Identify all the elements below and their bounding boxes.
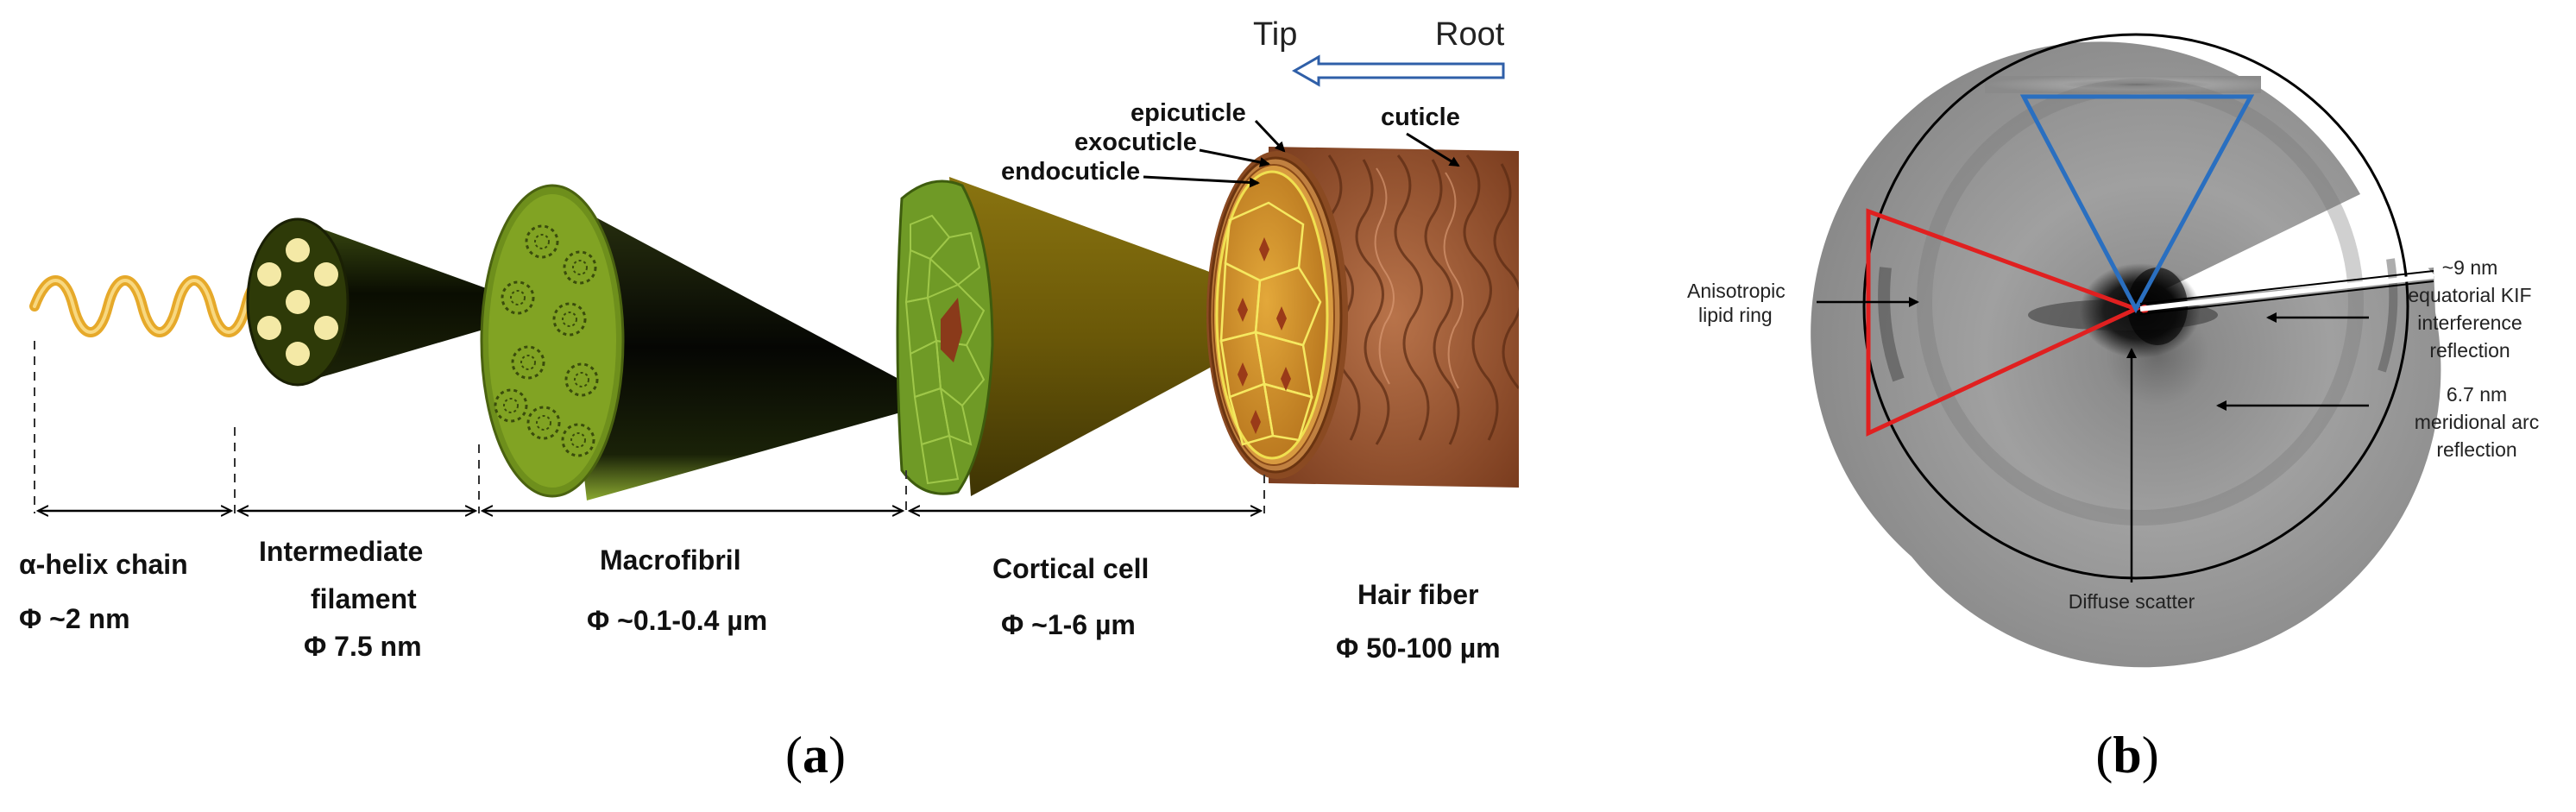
hair-fiber-size: Φ 50-100 µm [1336, 633, 1501, 664]
saxs-pointers [1817, 297, 2369, 582]
intermediate-filament-name-1: Intermediate [259, 536, 423, 567]
panel-a-caption: (a) [785, 727, 846, 784]
cortical-cell-illustration [896, 177, 1316, 496]
cortical-cell-name: Cortical cell [992, 553, 1149, 584]
red-sector [1866, 208, 2142, 437]
tip-root-orientation: Tip Root [1253, 16, 1505, 87]
intermediate-filament-illustration [246, 217, 548, 387]
kif-label-1: ~9 nm [2442, 256, 2498, 279]
integration-circle [1862, 33, 2409, 580]
endocuticle-label: endocuticle [1001, 158, 1140, 186]
meridional-label-1: 6.7 nm [2447, 383, 2507, 406]
blue-sector [2019, 94, 2255, 314]
epicuticle-label: epicuticle [1131, 99, 1246, 127]
macrofibril-illustration [480, 184, 941, 500]
alpha-helix-illustration [29, 275, 281, 337]
exocuticle-label: exocuticle [1074, 129, 1197, 156]
alpha-helix-name: α-helix chain [19, 549, 188, 580]
meridional-label-2: meridional arc [2415, 411, 2539, 433]
hierarchy-level-labels: α-helix chain Φ ~2 nm Intermediate filam… [19, 536, 1501, 664]
cortical-cell-size: Φ ~1-6 µm [1001, 609, 1136, 640]
exocuticle-pointer [1199, 148, 1270, 167]
kif-label-4: reflection [2429, 339, 2510, 362]
lipid-ring-label-2: lipid ring [1698, 304, 1773, 326]
root-label: Root [1435, 16, 1505, 53]
cuticle-pointer [1406, 132, 1460, 167]
scale-guide-lines [34, 341, 1265, 513]
panel-a: Tip Root epicuticle exocuticle endocutic… [19, 16, 1519, 784]
diffuse-scatter-label: Diffuse scatter [2069, 590, 2195, 613]
macrofibril-size: Φ ~0.1-0.4 µm [587, 605, 767, 636]
lipid-ring-label-1: Anisotropic [1687, 280, 1786, 302]
epicuticle-pointer [1254, 119, 1286, 153]
saxs-labels: Anisotropic lipid ring ~9 nm equatorial … [1687, 256, 2539, 613]
panel-b-caption: (b) [2095, 727, 2158, 784]
macrofibril-name: Macrofibril [600, 544, 741, 576]
endocuticle-pointer [1143, 175, 1260, 188]
tip-direction-arrow [1291, 54, 1505, 87]
intermediate-filament-size: Φ 7.5 nm [304, 631, 422, 662]
alpha-helix-size: Φ ~2 nm [19, 603, 130, 634]
intermediate-filament-name-2: filament [311, 583, 417, 614]
cuticle-layer-labels: epicuticle exocuticle endocuticle cuticl… [1001, 99, 1460, 188]
tip-label: Tip [1253, 16, 1297, 53]
panel-b: Anisotropic lipid ring ~9 nm equatorial … [1687, 33, 2539, 784]
hair-fiber-name: Hair fiber [1357, 579, 1478, 610]
kif-label-2: equatorial KIF [2408, 284, 2531, 306]
kif-label-3: interference [2417, 312, 2522, 334]
saxs-pattern [1811, 33, 2441, 668]
hair-fiber-illustration [1206, 147, 1519, 488]
meridional-label-3: reflection [2436, 438, 2516, 461]
cuticle-label: cuticle [1381, 104, 1460, 131]
